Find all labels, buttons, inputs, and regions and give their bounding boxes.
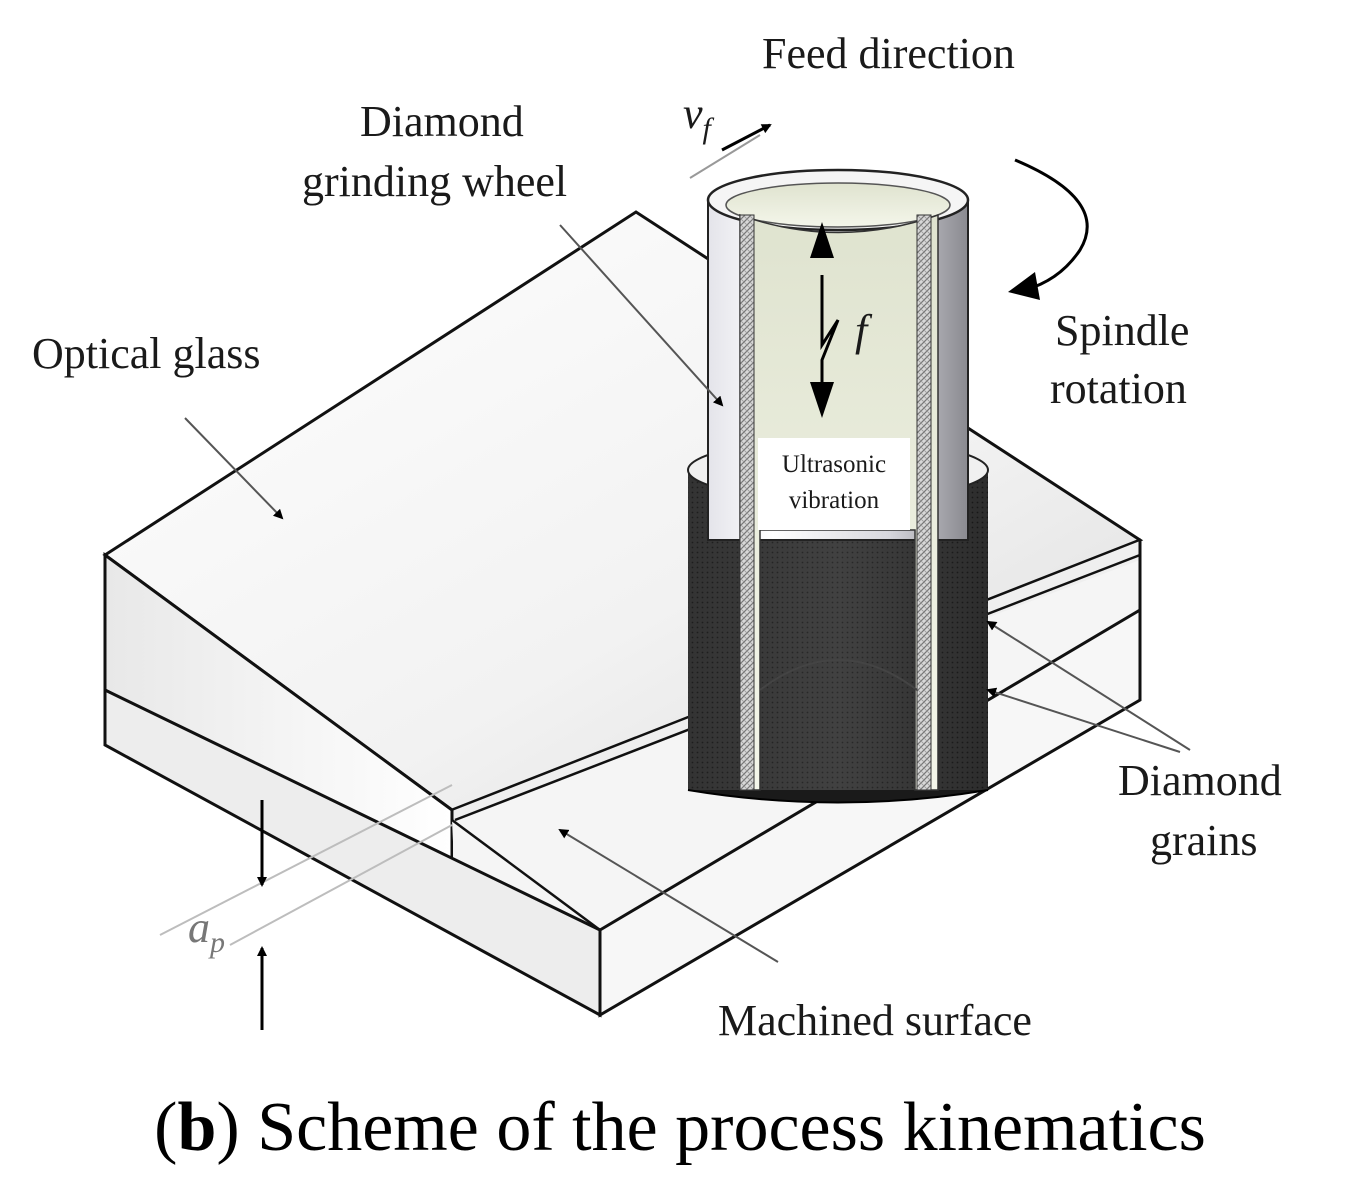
label-feed-direction: Feed direction xyxy=(762,29,1015,78)
label-ap: ap xyxy=(188,903,225,959)
glass-outline xyxy=(103,688,602,1018)
feed-direction-arrow xyxy=(689,123,772,179)
label-diamond-wheel-line1: Diamond xyxy=(360,97,524,146)
label-optical-glass: Optical glass xyxy=(32,329,261,378)
caption-rest: ) Scheme of the process kinematics xyxy=(216,1089,1205,1166)
figure-caption: (b) Scheme of the process kinematics xyxy=(154,1089,1206,1166)
leader-optical-glass xyxy=(184,417,284,520)
wall-section-left xyxy=(739,214,755,791)
label-diamond-grains-line2: grains xyxy=(1150,816,1258,865)
label-diamond-wheel-line2: grinding wheel xyxy=(302,157,567,206)
caption-prefix: ( xyxy=(154,1089,177,1166)
leader-diamond-grains-2 xyxy=(986,687,1181,753)
label-spindle-line2: rotation xyxy=(1050,364,1187,413)
diamond-grinding-wheel xyxy=(687,168,989,804)
ap-dimension xyxy=(159,784,453,1030)
wall-section-right xyxy=(916,214,932,791)
label-ultrasonic-line1: Ultrasonic xyxy=(782,451,886,478)
caption-bold: b xyxy=(177,1089,216,1166)
label-machined-surface: Machined surface xyxy=(718,996,1032,1045)
leader-diamond-grains-1 xyxy=(986,620,1191,751)
leader-grinding-wheel xyxy=(559,224,724,407)
label-vf: vf xyxy=(683,89,715,145)
label-diamond-grains-line1: Diamond xyxy=(1118,756,1282,805)
label-spindle-line1: Spindle xyxy=(1055,306,1189,355)
leader-arrows xyxy=(184,224,1191,963)
vibration-arrow xyxy=(810,222,840,418)
label-ultrasonic-line2: vibration xyxy=(789,487,880,514)
leader-machined-surface xyxy=(558,828,779,963)
ultrasonic-label-box xyxy=(758,438,910,530)
spindle-rotation-arrow xyxy=(1008,158,1089,300)
